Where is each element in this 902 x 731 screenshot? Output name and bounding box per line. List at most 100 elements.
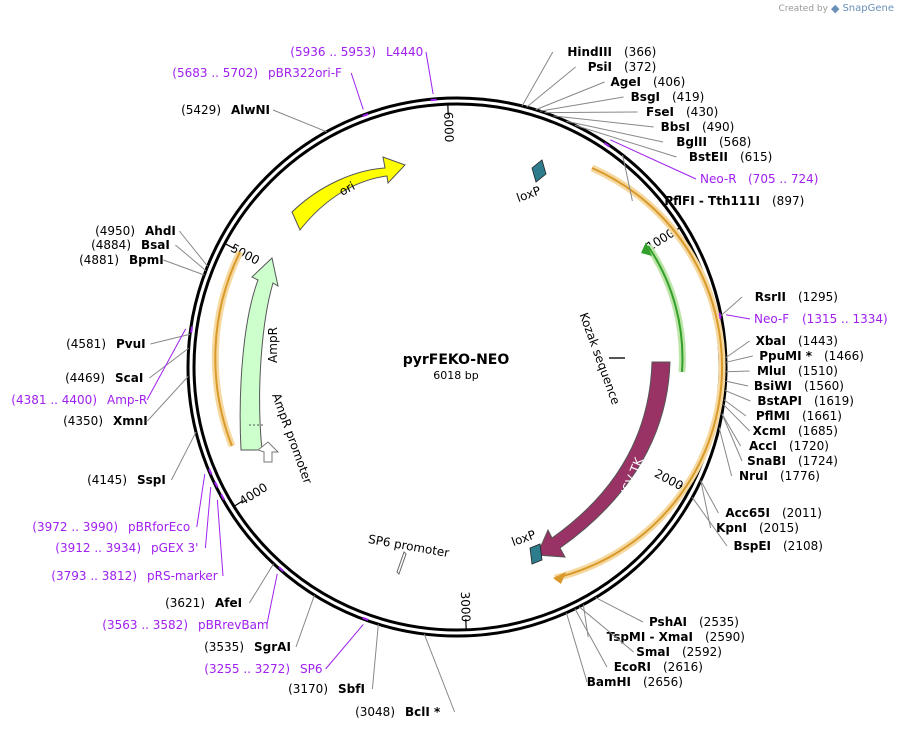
site-name[interactable]: SbfI xyxy=(338,682,365,696)
primer-name[interactable]: Neo-R xyxy=(700,172,737,186)
tick-label: 3000 xyxy=(458,591,473,622)
primer-leader xyxy=(725,314,751,320)
site-leader xyxy=(724,389,751,402)
loxp-bottom-feature[interactable] xyxy=(529,543,543,565)
primer-leader xyxy=(266,573,278,626)
primer-name[interactable]: L4440 xyxy=(386,45,423,59)
site-name[interactable]: BclI * xyxy=(405,705,441,719)
primer-name[interactable]: Amp-R xyxy=(107,393,147,407)
site-position: (2592) xyxy=(682,645,722,659)
ampr-promoter-arrow[interactable] xyxy=(256,441,280,463)
site-name[interactable]: BglII xyxy=(676,135,707,149)
primer-name[interactable]: pBRrevBam xyxy=(198,618,269,632)
site-leader xyxy=(725,355,753,363)
site-name[interactable]: PshAI xyxy=(649,615,687,629)
site-leader xyxy=(723,399,747,417)
hsv-tk-feature[interactable] xyxy=(536,361,671,558)
site-position: (366) xyxy=(624,45,656,59)
loxp-top-feature[interactable] xyxy=(531,159,547,183)
site-name[interactable]: PsiI xyxy=(588,60,612,74)
site-name[interactable]: AhdI xyxy=(145,224,176,238)
site-leader xyxy=(248,563,274,604)
site-position: (2011) xyxy=(782,506,822,520)
site-name[interactable]: Acc65I xyxy=(725,506,770,520)
primer-name[interactable]: pBR322ori-F xyxy=(268,66,342,80)
site-name[interactable]: MluI xyxy=(757,364,786,378)
site-name[interactable]: BpmI xyxy=(129,253,164,267)
site-name[interactable]: XbaI xyxy=(756,334,786,348)
ori-feature[interactable] xyxy=(291,156,406,231)
site-name[interactable]: RsrII xyxy=(755,290,786,304)
site-leader xyxy=(163,259,205,276)
site-name[interactable]: AlwNI xyxy=(231,103,270,117)
site-name[interactable]: XmnI xyxy=(113,414,148,428)
site-name[interactable]: AccI xyxy=(749,439,777,453)
site-name[interactable]: SmaI xyxy=(636,645,670,659)
site-position: (1661) xyxy=(802,409,842,423)
sp6-promoter-marker[interactable] xyxy=(396,551,407,575)
primer-position: (3255 .. 3272) xyxy=(204,662,290,676)
site-name[interactable]: HindIII xyxy=(567,45,612,59)
site-leader xyxy=(566,120,664,143)
primer-mark xyxy=(430,98,437,102)
site-name[interactable]: BstEII xyxy=(689,150,728,164)
site-position: (4469) xyxy=(65,371,105,385)
primer-name[interactable]: pGEX 3' xyxy=(151,541,198,555)
site-name[interactable]: PflFI - Tth111I xyxy=(664,194,760,208)
plasmid-name: pyrFEKO-NEO xyxy=(403,352,510,368)
site-name[interactable]: FseI xyxy=(646,105,674,119)
site-position: (430) xyxy=(686,105,718,119)
primer-position: (3563 .. 3582) xyxy=(102,618,188,632)
site-position: (1776) xyxy=(780,469,820,483)
primer-mark xyxy=(190,326,194,333)
primer-mark xyxy=(718,312,722,319)
site-name[interactable]: BsaI xyxy=(141,238,170,252)
site-name[interactable]: BbsI xyxy=(661,120,690,134)
site-leader xyxy=(147,376,189,422)
site-name[interactable]: AfeI xyxy=(215,596,242,610)
site-name[interactable]: PpuMI * xyxy=(759,349,813,363)
site-name[interactable]: PflMI xyxy=(756,409,790,423)
primer-mark xyxy=(362,616,369,621)
primer-position: (5683 .. 5702) xyxy=(172,66,258,80)
site-leader xyxy=(691,497,728,547)
site-name[interactable]: BsgI xyxy=(631,90,660,104)
site-name[interactable]: SnaBI xyxy=(747,454,786,468)
site-leader xyxy=(723,404,750,432)
site-name[interactable]: BamHI xyxy=(587,675,631,689)
ampr-promoter-label: AmpR promoter xyxy=(269,391,315,485)
site-leader xyxy=(170,431,197,481)
site-name[interactable]: AgeI xyxy=(611,75,641,89)
primer-name[interactable]: pBRforEco xyxy=(128,520,190,534)
primer-mark xyxy=(362,113,369,118)
site-leader xyxy=(371,624,379,690)
site-name[interactable]: XcmI xyxy=(753,424,786,438)
site-name[interactable]: TspMI - XmaI xyxy=(607,630,693,644)
site-name[interactable]: KpnI xyxy=(716,521,747,535)
primer-name[interactable]: Neo-F xyxy=(754,312,789,326)
site-name[interactable]: PvuI xyxy=(116,337,146,351)
site-leader xyxy=(150,333,191,345)
site-name[interactable]: BspEI xyxy=(733,539,771,553)
primer-mark xyxy=(603,142,610,148)
primer-leader xyxy=(146,328,187,401)
site-name[interactable]: NruI xyxy=(739,469,768,483)
site-position: (372) xyxy=(624,60,656,74)
primer-leader xyxy=(216,499,224,577)
site-name[interactable]: SspI xyxy=(137,473,166,487)
ampr-feature[interactable] xyxy=(239,257,279,451)
site-name[interactable]: BstAPI xyxy=(757,394,802,408)
site-leader xyxy=(725,340,750,359)
primer-name[interactable]: SP6 xyxy=(300,662,323,676)
site-name[interactable]: ScaI xyxy=(115,371,143,385)
primer-name[interactable]: pRS-marker xyxy=(147,569,218,583)
site-position: (490) xyxy=(702,120,734,134)
site-position: (4581) xyxy=(66,337,106,351)
site-position: (2616) xyxy=(663,660,703,674)
site-position: (4884) xyxy=(91,238,131,252)
primer-position: (3912 .. 3934) xyxy=(55,541,141,555)
site-name[interactable]: BsiWI xyxy=(754,379,792,393)
site-name[interactable]: EcoRI xyxy=(614,660,651,674)
site-name[interactable]: SgrAI xyxy=(254,640,291,654)
primer-leader xyxy=(325,624,364,670)
